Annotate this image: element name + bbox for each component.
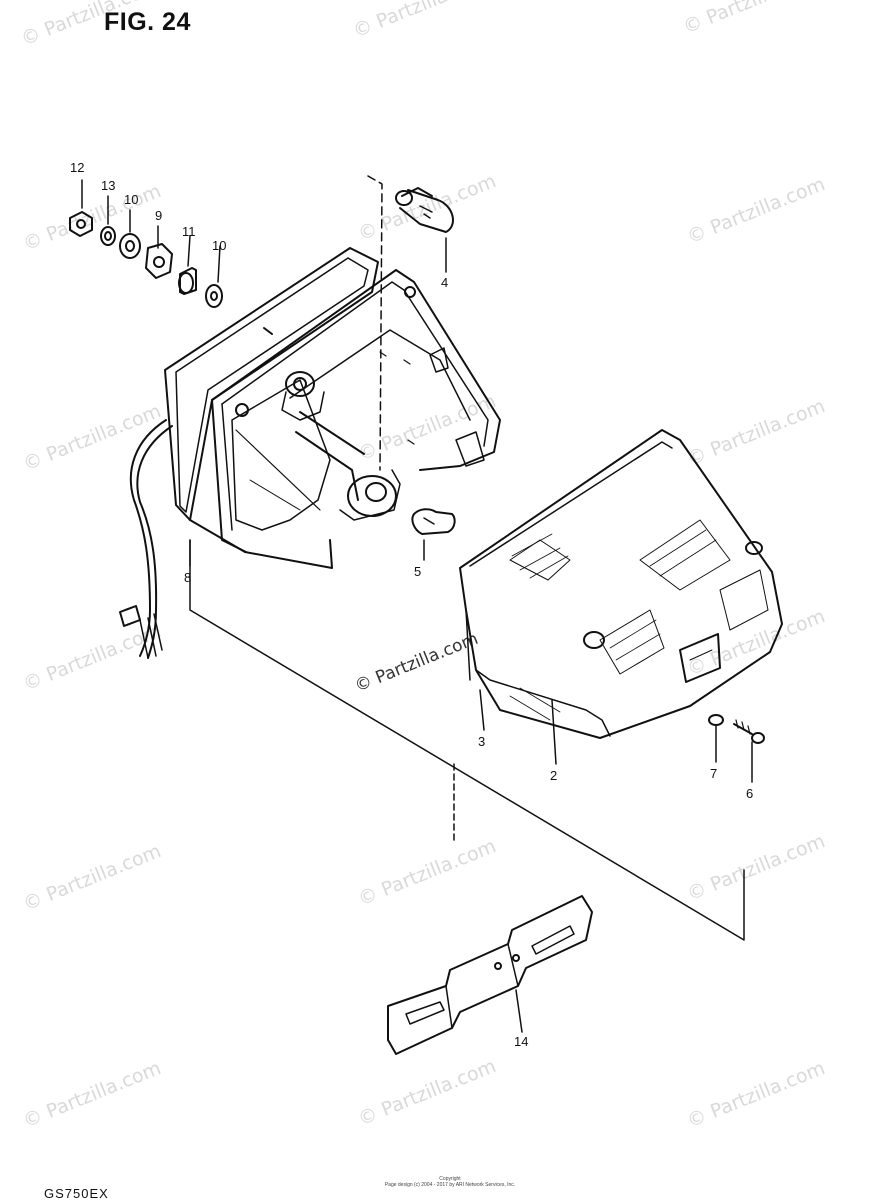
callout-11: 11 <box>182 224 196 239</box>
footer-line-1: Copyright <box>439 1176 461 1182</box>
bulb-5 <box>411 508 456 535</box>
bulb-4 <box>395 187 454 233</box>
callout-9: 9 <box>155 208 162 223</box>
figure-title: FIG. 24 <box>104 8 191 36</box>
callout-4: 4 <box>441 275 448 290</box>
callout-2: 2 <box>550 768 557 783</box>
washer-7 <box>708 714 724 726</box>
callout-3: 3 <box>478 734 485 749</box>
assembly-lines <box>81 175 753 1033</box>
hardware-stack <box>69 211 223 308</box>
callout-10b: 10 <box>212 238 226 253</box>
callout-12: 12 <box>70 160 84 175</box>
callout-13: 13 <box>101 178 115 193</box>
footer-line-2: Page design (c) 2004 - 2017 by ARI Netwo… <box>384 1182 516 1188</box>
callout-10: 10 <box>124 192 138 207</box>
lamp-housing <box>164 247 501 569</box>
callout-5: 5 <box>414 564 421 579</box>
callout-14: 14 <box>514 1034 528 1049</box>
wire-harness <box>119 419 173 659</box>
screw-6 <box>733 719 765 744</box>
callout-6: 6 <box>746 786 753 801</box>
copyright-footer: Copyright Page design (c) 2004 - 2017 by… <box>380 1176 520 1188</box>
model-code: GS750EX <box>44 1186 109 1201</box>
callout-7: 7 <box>710 766 717 781</box>
callout-numbers: 12 13 10 9 11 10 4 8 5 3 2 7 6 14 <box>70 160 753 1049</box>
lens-assembly <box>459 429 783 739</box>
license-bracket <box>387 895 593 1055</box>
callout-8: 8 <box>184 570 191 585</box>
